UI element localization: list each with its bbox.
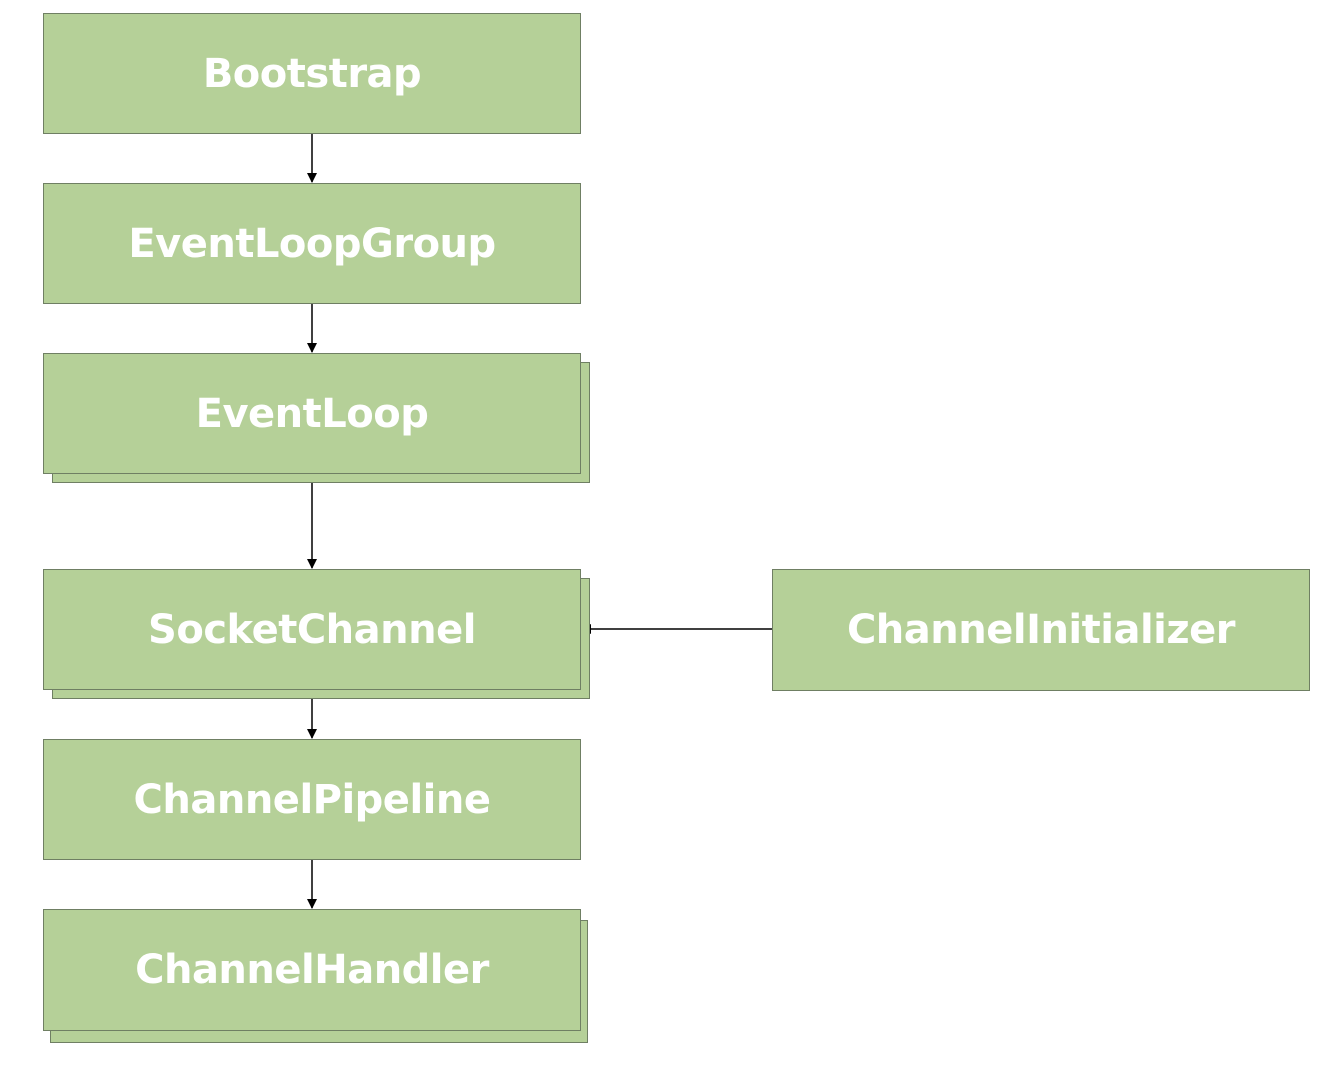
node-eventloopgroup: EventLoopGroup [43, 183, 581, 304]
node-eventloop-label: EventLoop [195, 390, 429, 437]
node-channelhandler: ChannelHandler [43, 909, 581, 1031]
node-channelhandler-label: ChannelHandler [135, 947, 489, 993]
node-channelpipeline: ChannelPipeline [43, 739, 581, 860]
node-channelpipeline-label: ChannelPipeline [133, 776, 491, 823]
node-bootstrap-label: Bootstrap [202, 50, 422, 97]
node-socketchannel-label: SocketChannel [148, 606, 476, 653]
node-channelinitializer: ChannelInitializer [772, 569, 1310, 691]
node-eventloopgroup-label: EventLoopGroup [128, 220, 496, 267]
node-channelinitializer-label: ChannelInitializer [846, 607, 1236, 653]
node-socketchannel: SocketChannel [43, 569, 581, 690]
node-eventloop: EventLoop [43, 353, 581, 474]
node-bootstrap: Bootstrap [43, 13, 581, 134]
